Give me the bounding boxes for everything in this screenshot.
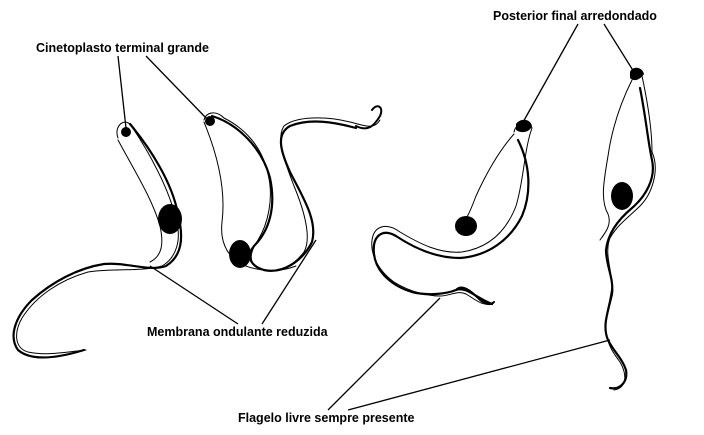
cell-1-undulating-membrane [14,124,182,358]
cell-3-inner-edge [456,134,514,230]
kinetoplast-pointer-1 [118,56,126,128]
cell-2-inner-edge [204,122,296,270]
kinetoplast-pointer-2 [146,56,208,120]
cell-1-nucleus [158,204,182,234]
trypomastigote-cell-2 [204,106,381,271]
cell-4-nucleus [611,182,633,210]
cell-2-nucleus [229,240,251,268]
posterior-pointer-2 [604,24,634,72]
cell-3-undulating-membrane [374,140,529,304]
trypomastigote-cell-3 [372,123,532,304]
cell-4-inner-edge [600,80,632,240]
free-flagellum-label: Flagelo livre sempre presente [238,412,414,425]
flagellum-pointer-1 [328,298,440,410]
cell-2-kinetoplast [205,116,215,126]
trypomastigote-cell-1 [14,122,182,357]
undulating-membrane-label: Membrana ondulante reduzida [147,326,328,339]
cell-3-nucleus [455,216,477,236]
kinetoplast-label: Cinetoplasto terminal grande [36,42,209,55]
posterior-pointer-1 [522,24,578,124]
membrane-pointer-2 [262,240,316,324]
posterior-end-label: Posterior final arredondado [493,10,657,23]
cell-3-body-outline [372,123,532,304]
membrane-pointer-1 [150,266,238,324]
trypomastigote-cell-4 [600,71,655,390]
cell-1-kinetoplast [121,127,131,137]
cell-2-free-flagellum [356,106,381,128]
label-pointers [118,24,634,410]
